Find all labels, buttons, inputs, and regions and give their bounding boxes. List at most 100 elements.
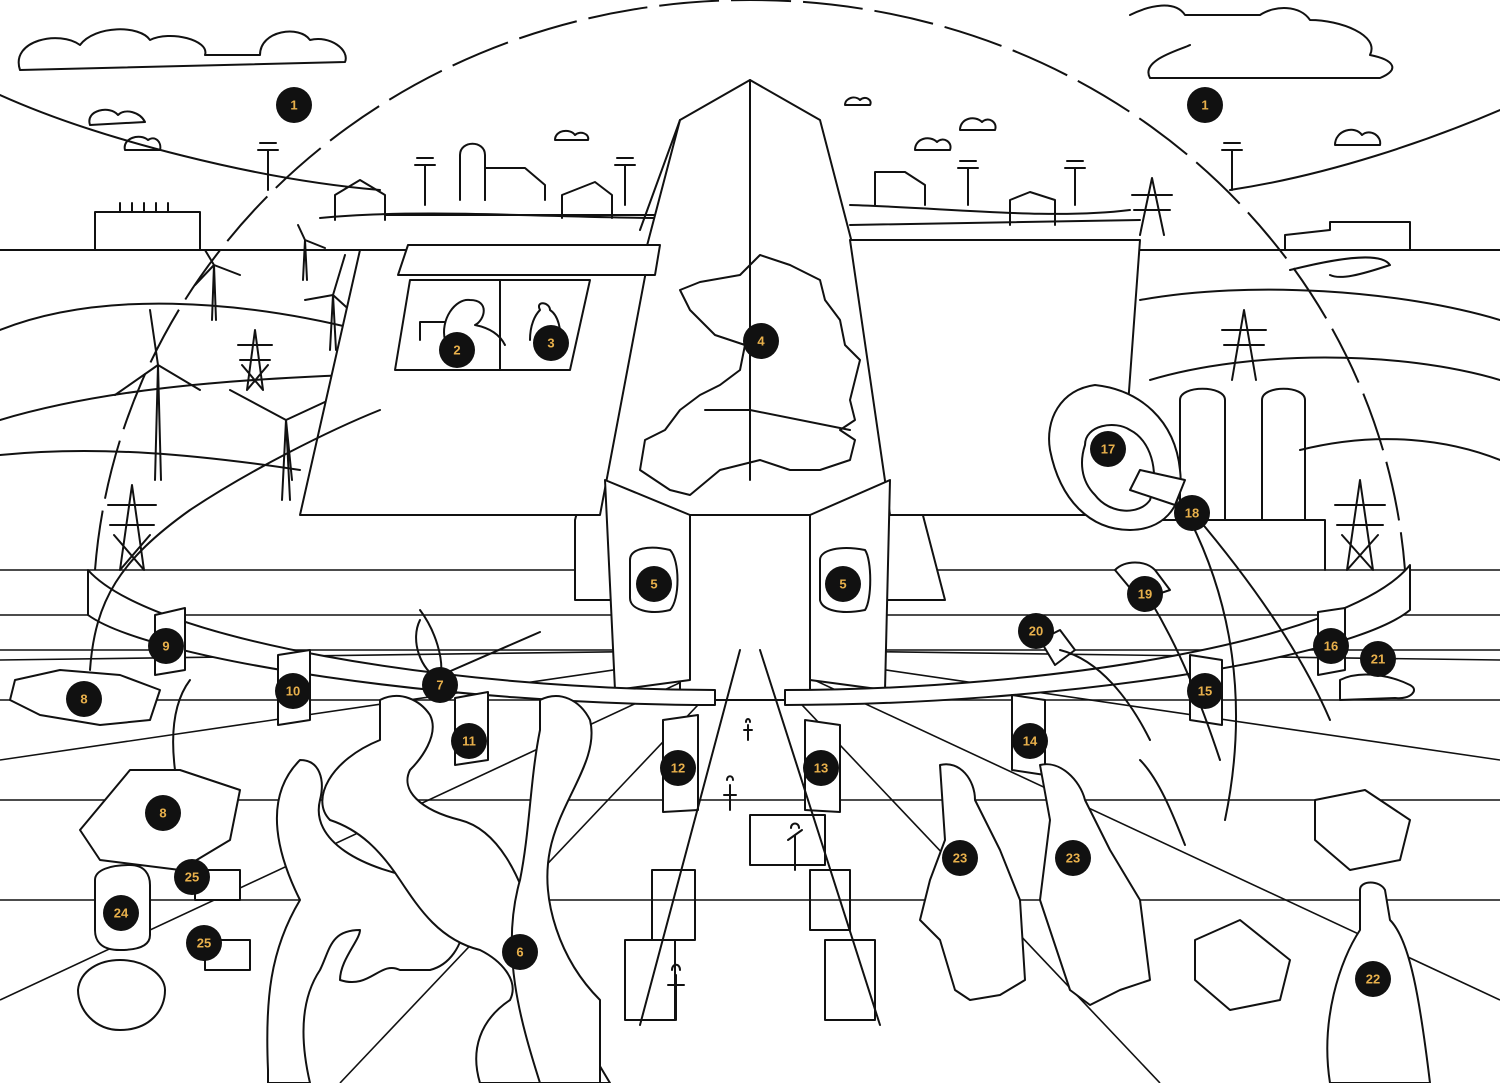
electricity-pylons (107, 177, 1386, 571)
marker-label: 21 (1371, 652, 1385, 667)
marker-11: 11 (451, 723, 487, 759)
marker-label: 19 (1138, 587, 1152, 602)
marker-circle (422, 667, 458, 703)
marker-label: 11 (462, 734, 476, 749)
marker-label: 14 (1023, 734, 1038, 749)
marker-label: 10 (286, 684, 300, 699)
marker-label: 6 (516, 945, 523, 960)
marker-circle (743, 323, 779, 359)
marker-circle (660, 750, 696, 786)
marker-15: 15 (1187, 673, 1223, 709)
marker-16: 16 (1313, 628, 1349, 664)
marker-label: 24 (114, 906, 129, 921)
marker-circle (1355, 961, 1391, 997)
marker-circle (174, 859, 210, 895)
marker-23: 23 (942, 840, 978, 876)
marker-circle (1018, 613, 1054, 649)
marker-10: 10 (275, 673, 311, 709)
marker-14: 14 (1012, 723, 1048, 759)
marker-label: 17 (1101, 442, 1115, 457)
marker-3: 3 (533, 325, 569, 361)
marker-8: 8 (145, 795, 181, 831)
marker-9: 9 (148, 628, 184, 664)
marker-24: 24 (103, 895, 139, 931)
marker-5: 5 (825, 566, 861, 602)
marker-label: 25 (197, 936, 211, 951)
marker-circle (1127, 576, 1163, 612)
marker-6: 6 (502, 934, 538, 970)
clouds (17, 4, 1394, 151)
marker-23: 23 (1055, 840, 1091, 876)
people (667, 718, 803, 1021)
left-creatures (9, 409, 611, 1083)
marker-label: 3 (547, 336, 554, 351)
marker-circle (1090, 431, 1126, 467)
marker-25: 25 (186, 925, 222, 961)
marker-2: 2 (439, 332, 475, 368)
marker-circle (1360, 641, 1396, 677)
marker-7: 7 (422, 667, 458, 703)
marker-circle (1055, 840, 1091, 876)
marker-label: 1 (1201, 98, 1208, 113)
marker-4: 4 (743, 323, 779, 359)
marker-label: 5 (839, 577, 846, 592)
marker-circle (1174, 495, 1210, 531)
marker-circle (1187, 673, 1223, 709)
marker-label: 15 (1198, 684, 1212, 699)
marker-5: 5 (636, 566, 672, 602)
marker-21: 21 (1360, 641, 1396, 677)
marker-1: 1 (1187, 87, 1223, 123)
marker-12: 12 (660, 750, 696, 786)
marker-circle (803, 750, 839, 786)
marker-label: 5 (650, 577, 657, 592)
marker-label: 25 (185, 870, 199, 885)
marker-label: 8 (159, 806, 166, 821)
marker-circle (533, 325, 569, 361)
marker-circle (942, 840, 978, 876)
marker-label: 13 (814, 761, 828, 776)
marker-circle (145, 795, 181, 831)
marker-circle (636, 566, 672, 602)
wind-turbines (114, 224, 356, 501)
marker-label: 9 (162, 639, 169, 654)
marker-18: 18 (1174, 495, 1210, 531)
marker-circle (1187, 87, 1223, 123)
marker-25: 25 (174, 859, 210, 895)
marker-label: 8 (80, 692, 87, 707)
marker-17: 17 (1090, 431, 1126, 467)
marker-label: 23 (953, 851, 967, 866)
marker-label: 2 (453, 343, 460, 358)
marker-19: 19 (1127, 576, 1163, 612)
marker-circle (502, 934, 538, 970)
marker-20: 20 (1018, 613, 1054, 649)
marker-label: 23 (1066, 851, 1080, 866)
glass-dome (94, 0, 1406, 571)
marker-circle (275, 673, 311, 709)
marker-circle (276, 87, 312, 123)
marker-circle (148, 628, 184, 664)
marker-label: 12 (671, 761, 685, 776)
marker-circle (439, 332, 475, 368)
marker-label: 16 (1324, 639, 1338, 654)
landscape (0, 94, 1500, 471)
marker-label: 22 (1366, 972, 1380, 987)
marker-label: 4 (757, 334, 765, 349)
marker-circle (103, 895, 139, 931)
marker-circle (1313, 628, 1349, 664)
marker-label: 20 (1029, 624, 1043, 639)
marker-1: 1 (276, 87, 312, 123)
marker-circle (825, 566, 861, 602)
map-outline (639, 254, 861, 496)
marker-circle (1012, 723, 1048, 759)
marker-22: 22 (1355, 961, 1391, 997)
marker-circle (66, 681, 102, 717)
marker-label: 18 (1185, 506, 1199, 521)
marker-circle (186, 925, 222, 961)
marker-13: 13 (803, 750, 839, 786)
marker-label: 7 (436, 678, 443, 693)
power-poles (257, 142, 1243, 206)
marker-8: 8 (66, 681, 102, 717)
marker-label: 1 (290, 98, 297, 113)
